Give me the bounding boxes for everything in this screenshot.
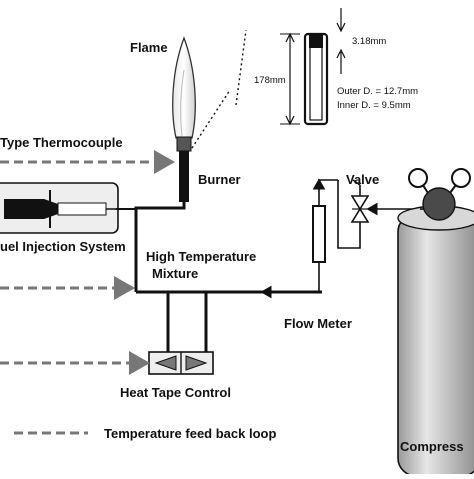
heat-tape-label: Heat Tape Control (120, 385, 231, 400)
feedback-loop-label: Temperature feed back loop (104, 426, 277, 441)
valve-label: Valve (346, 172, 380, 187)
burner-label: Burner (198, 172, 241, 187)
compressed-gas-label: Compress (400, 439, 464, 454)
cylinder-valve-head (422, 187, 456, 221)
burner-tube (179, 137, 189, 202)
dim-length: 178mm (254, 75, 286, 86)
fuel-injection-label: uel Injection System (0, 239, 126, 254)
flame-label: Flame (130, 40, 168, 55)
flame-shape (172, 36, 196, 139)
mixture-label-line1: High Temperature (146, 249, 257, 264)
burner-feed-pipe (134, 202, 186, 292)
dim-outer-d: Outer D. = 12.7mm (337, 86, 419, 97)
dim-inner-d: Inner D. = 9.5mm (337, 100, 411, 111)
regulator-gauge-right (451, 168, 471, 188)
thermocouple-label: Type Thermocouple (0, 135, 123, 150)
flow-meter-label: Flow Meter (284, 316, 352, 331)
regulator-gauge-left (408, 168, 428, 188)
flow-meter (312, 205, 326, 263)
mixture-label-line2: Mixture (152, 266, 199, 281)
gas-cylinder (397, 213, 474, 477)
dim-top-gap: 3.18mm (352, 36, 387, 47)
